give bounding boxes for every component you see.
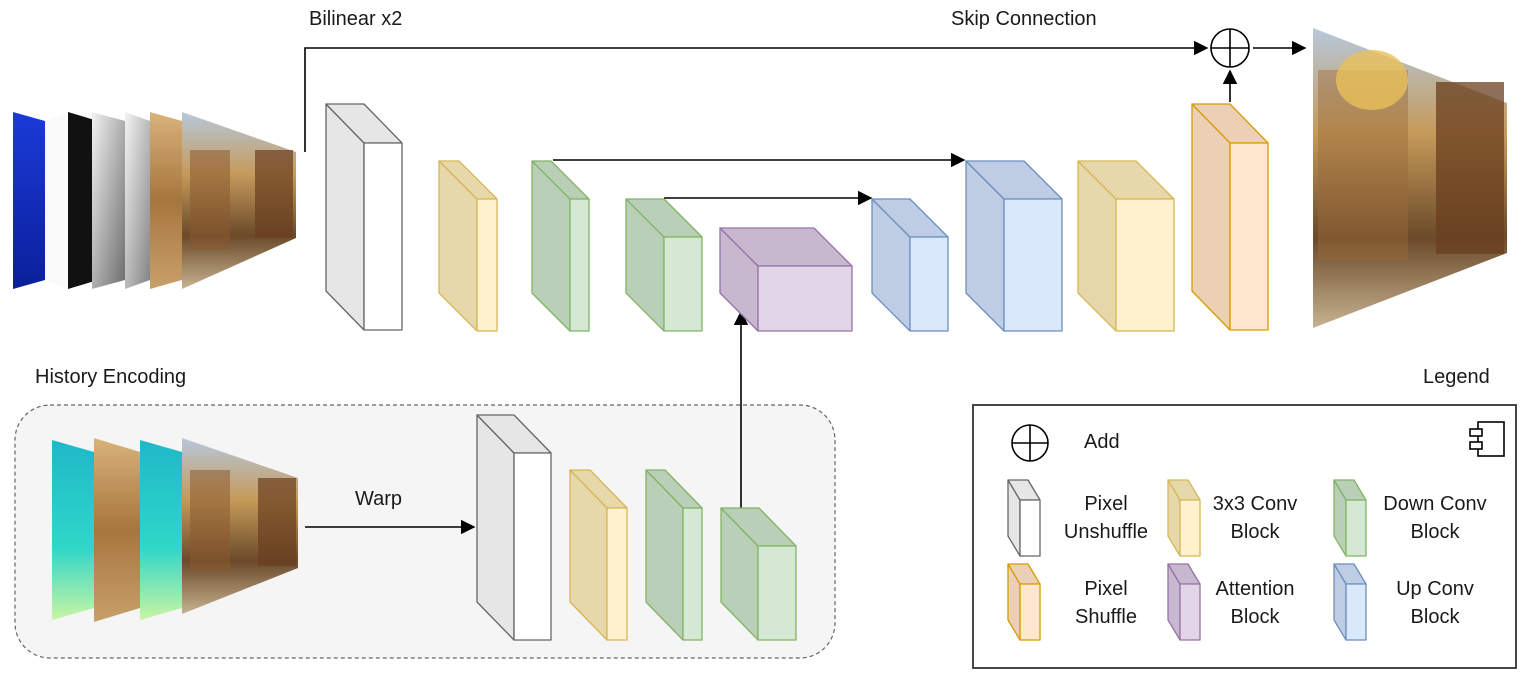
connections — [304, 40, 1307, 535]
component-icon — [1469, 421, 1505, 457]
history-frame-image-1 — [94, 438, 140, 622]
legend-up-conv-icon — [1333, 563, 1367, 641]
legend-add-icon — [1011, 424, 1049, 462]
block-down-conv-history-2 — [720, 507, 797, 641]
skip-connection-label: Skip Connection — [951, 8, 1097, 30]
history-flow-image-2 — [140, 440, 182, 620]
block-down-conv-main-2 — [625, 198, 703, 332]
input-albedo-image — [150, 112, 182, 289]
output-image — [1313, 28, 1507, 328]
history-flow-image-1 — [52, 440, 94, 620]
block-pixel-unshuffle-main — [325, 103, 403, 331]
block-conv3x3-main-1 — [438, 160, 498, 332]
input-motion-vectors-image — [13, 112, 45, 289]
legend-title: Legend — [1423, 366, 1490, 388]
add-node — [1210, 28, 1250, 68]
input-image-stack — [13, 112, 296, 289]
legend-pixel-shuffle-icon — [1007, 563, 1041, 641]
input-mask-white-image — [45, 112, 68, 289]
block-up-conv-main-1 — [871, 198, 949, 332]
block-up-conv-main-2 — [965, 160, 1063, 332]
legend-add-label: Add — [1084, 431, 1120, 453]
legend-conv3x3-icon — [1167, 479, 1201, 557]
block-down-conv-main-1 — [531, 160, 590, 332]
bilinear-label: Bilinear x2 — [309, 8, 403, 30]
history-image-stack — [52, 438, 298, 622]
block-pixel-unshuffle-history — [476, 414, 552, 641]
block-pixel-shuffle-main — [1191, 103, 1269, 331]
input-mask-image — [68, 112, 98, 289]
block-conv3x3-history — [569, 469, 628, 641]
block-attention — [719, 227, 853, 332]
legend-attention-icon — [1167, 563, 1201, 641]
block-down-conv-history — [645, 469, 703, 641]
block-conv3x3-main-2 — [1077, 160, 1175, 332]
history-encoding-label: History Encoding — [35, 366, 187, 388]
input-depth2-image — [125, 112, 150, 289]
input-depth-image — [92, 112, 125, 289]
legend-pixel-unshuffle-icon — [1007, 479, 1041, 557]
warp-label: Warp — [355, 488, 403, 510]
legend-box — [972, 404, 1517, 669]
legend-down-conv-icon — [1333, 479, 1367, 557]
skip-connection-arrow — [304, 40, 1209, 152]
